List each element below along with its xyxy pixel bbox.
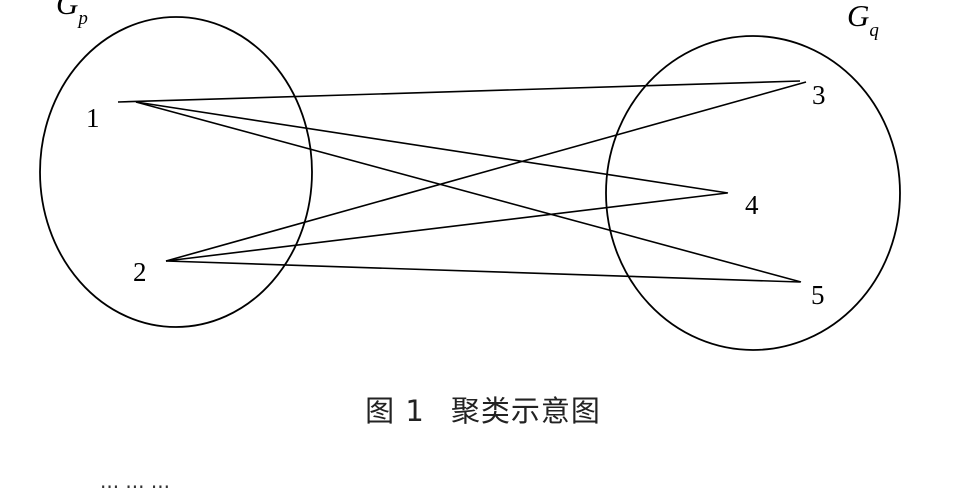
set-gq-label-sub: q [869,20,879,41]
node-label-1: 1 [86,103,100,133]
cropped-text-line: ... ... ... [100,471,170,491]
edge-1-3 [117,80,801,103]
clustering-diagram: Gp Gq 1 2 3 4 5 [39,0,901,351]
node-label-3: 3 [812,80,826,110]
edge-1-4 [135,101,729,194]
edge-2-3 [165,81,807,262]
node-label-4: 4 [745,190,759,220]
set-gq-label: Gq [847,0,879,41]
set-gq-label-main: G [847,0,869,33]
set-gp-boundary [39,16,313,328]
node-label-5: 5 [811,280,825,310]
figure-caption: 图 1 聚类示意图 [0,388,966,430]
figure-title: 聚类示意图 [450,394,601,428]
edge-2-4 [165,192,728,262]
edge-2-5 [165,260,801,283]
edges-group [117,80,807,283]
set-gq-boundary [605,35,901,351]
set-gp-label-main: G [56,0,78,21]
node-label-2: 2 [133,257,147,287]
edge-1-5 [135,101,802,283]
set-gp-label-sub: p [76,8,88,29]
set-gp-label: Gp [56,0,88,29]
figure-number: 图 1 [365,394,425,428]
